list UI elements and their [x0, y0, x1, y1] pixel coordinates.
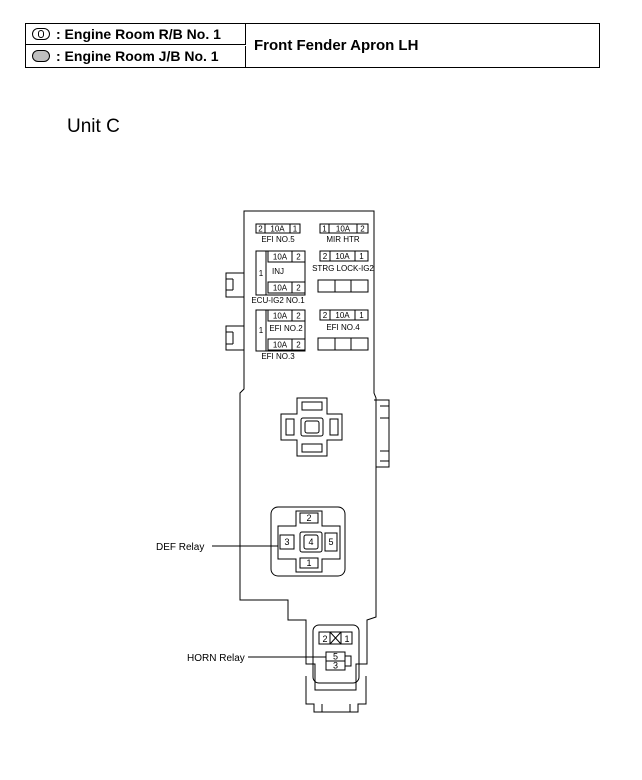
relay-pin-label: 2 — [306, 513, 311, 523]
fuse-pin-label: 2 — [296, 253, 301, 262]
legend-label: : Engine Room J/B No. 1 — [56, 48, 219, 64]
fuse-amp-label: 10A — [335, 311, 350, 320]
relay-pin-label: 2 — [322, 634, 327, 644]
legend-table: : Engine Room R/B No. 1 : Engine Room J/… — [25, 23, 600, 68]
fuse-name-strg-lock-ig2: STRG LOCK-IG2 — [312, 264, 374, 273]
fuse-block-outline — [239, 210, 377, 691]
relay-pin-label: 1 — [344, 634, 349, 644]
fuse-pin-label: 2 — [360, 225, 365, 234]
fuse-name-efi-no3: EFI NO.3 — [261, 352, 295, 361]
connector-grey-symbol-icon — [32, 50, 50, 62]
location-label: Front Fender Apron LH — [254, 37, 419, 54]
fuse-pin-label: 2 — [323, 311, 328, 320]
fuse-pin-label: 2 — [258, 225, 263, 234]
fuse-amp-label: 10A — [270, 225, 285, 234]
fuse-name-efi-no4: EFI NO.4 — [326, 323, 360, 332]
right-clip — [374, 399, 390, 468]
connector-symbol-icon — [32, 28, 50, 40]
fuse-amp-label: 10A — [273, 284, 288, 293]
left-clip-lower — [225, 325, 244, 351]
horn-relay-label: HORN Relay — [187, 653, 245, 664]
relay-pin-label: 4 — [308, 537, 313, 547]
fuse-pin-label: 1 — [359, 252, 364, 261]
relay-pin-label: 5 — [328, 537, 333, 547]
fuse-pin-label: 2 — [323, 252, 328, 261]
legend-label: : Engine Room R/B No. 1 — [56, 26, 221, 42]
group-common-pin: 1 — [259, 269, 264, 278]
def-relay-label: DEF Relay — [156, 542, 204, 553]
legend-row-rb: : Engine Room R/B No. 1 — [26, 24, 246, 45]
fuse-pin-label: 2 — [296, 312, 301, 321]
fuse-amp-label: 10A — [273, 253, 288, 262]
relay-pin-label: 3 — [284, 537, 289, 547]
fuse-name-mir-htr: MIR HTR — [326, 235, 360, 244]
fuse-pin-label: 1 — [322, 225, 327, 234]
fuse-amp-label: 10A — [336, 225, 351, 234]
fuse-pin-label: 2 — [296, 341, 301, 350]
left-clip-upper — [225, 272, 244, 298]
fuse-name-efi-no5: EFI NO.5 — [261, 235, 295, 244]
cross-relay-socket — [280, 397, 343, 457]
relay-pin-label: 1 — [306, 558, 311, 568]
group-common-pin: 1 — [259, 326, 264, 335]
fuse-pin-label: 1 — [293, 225, 298, 234]
fuse-name-ecu-ig2-no1: ECU-IG2 NO.1 — [251, 296, 305, 305]
fuse-amp-label: 10A — [335, 252, 350, 261]
unit-title: Unit C — [67, 116, 120, 137]
fuse-pin-label: 2 — [296, 284, 301, 293]
legend-row-jb: : Engine Room J/B No. 1 — [26, 46, 246, 67]
bottom-tab — [305, 676, 367, 713]
fuse-name-inj: INJ — [272, 267, 284, 276]
relay-pin-label: 5 — [333, 652, 338, 662]
fuse-amp-label: 10A — [273, 341, 288, 350]
fuse-name-efi-no2: EFI NO.2 — [269, 324, 303, 333]
relay-pin-label: 3 — [333, 661, 338, 671]
fuse-pin-label: 1 — [359, 311, 364, 320]
fuse-amp-label: 10A — [273, 312, 288, 321]
